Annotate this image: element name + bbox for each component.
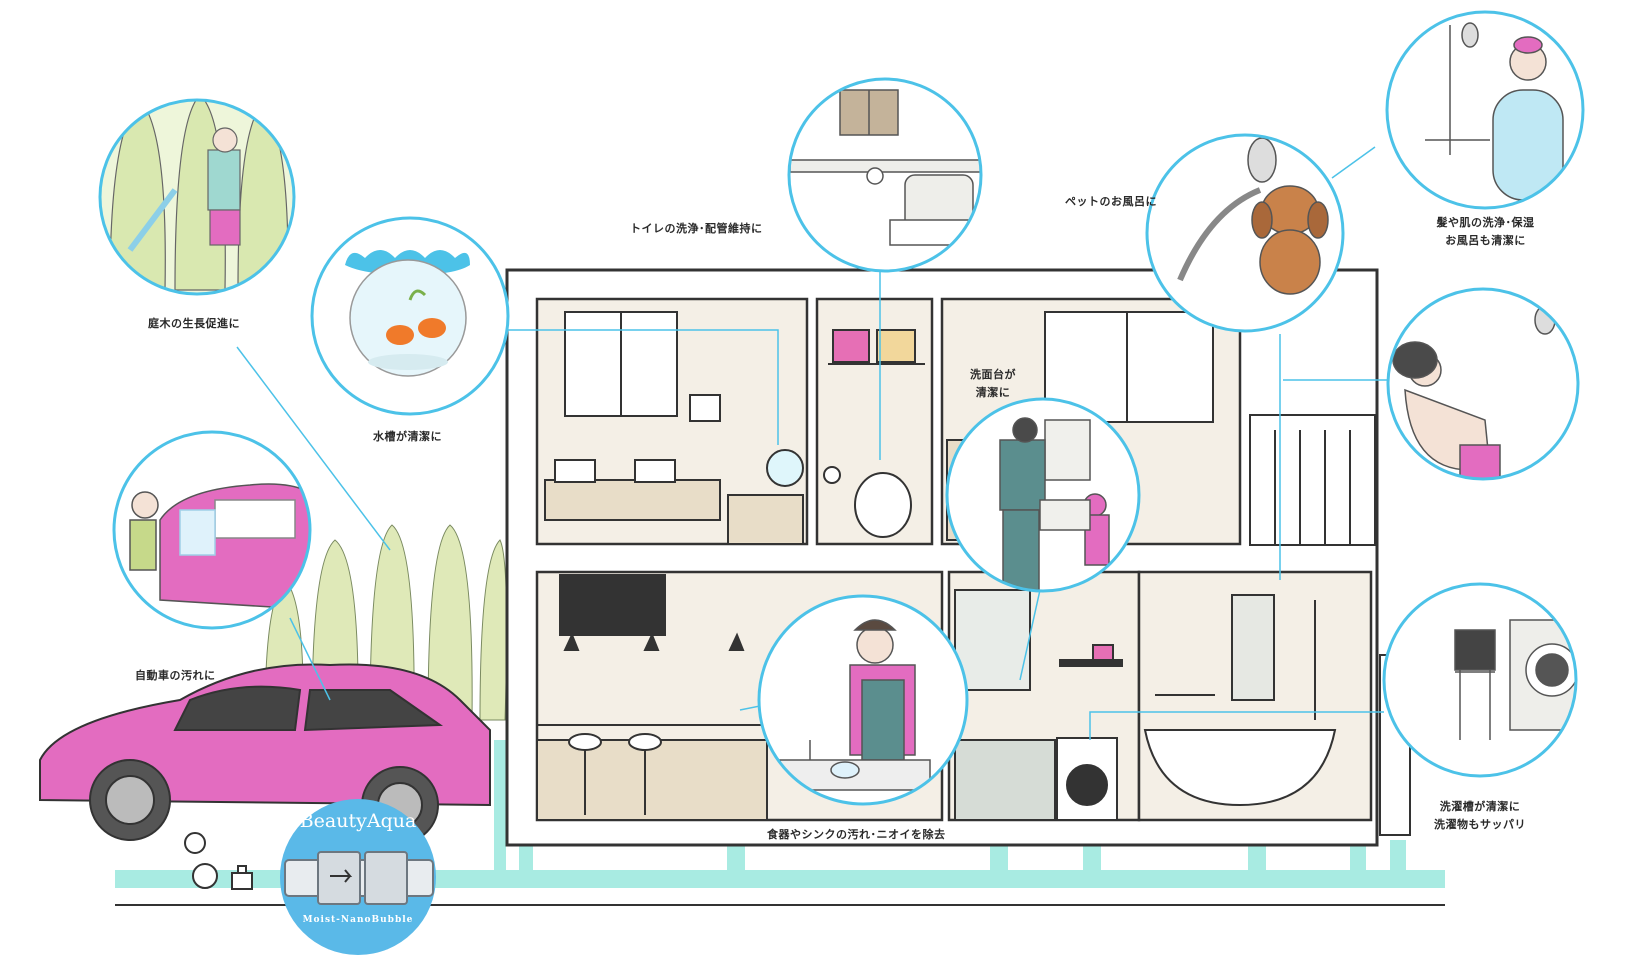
vignette-washbasin: [945, 397, 1141, 593]
vignette-aquarium: [310, 216, 510, 416]
label-bath-line2: お風呂も清潔に: [1445, 234, 1526, 247]
label-bath-line1: 髪や肌の洗浄･保湿: [1436, 216, 1535, 229]
product-name: BeautyAqua: [299, 810, 417, 832]
label-washbasin-line2: 清潔に: [975, 386, 1011, 399]
valve-icon: [231, 865, 253, 890]
vignette-garden: [98, 98, 296, 296]
water-meter-icon: [184, 832, 218, 889]
kitchen-details: [536, 574, 942, 821]
label-washbasin: 洗面台が 清潔に: [960, 366, 1026, 402]
vignette-car-wash: [112, 430, 312, 630]
label-laundry: 洗濯槽が清潔に 洗濯物もサッパリ: [1420, 798, 1540, 834]
label-garden: 庭木の生長促進に: [148, 317, 240, 330]
label-pet: ペットのお風呂に: [1065, 195, 1157, 208]
vignette-kitchen: [757, 594, 969, 806]
label-washbasin-line1: 洗面台が: [970, 368, 1016, 381]
vignette-laundry: [1382, 582, 1578, 778]
label-bath: 髪や肌の洗浄･保湿 お風呂も清潔に: [1418, 214, 1553, 250]
label-laundry-line1: 洗濯槽が清潔に: [1439, 800, 1521, 813]
bathroom-details: [1143, 594, 1337, 807]
vignette-toilet: [787, 77, 983, 273]
car: [39, 663, 491, 844]
vignette-shower: [1386, 287, 1580, 481]
label-laundry-line2: 洗濯物もサッパリ: [1434, 818, 1526, 831]
label-kitchen: 食器やシンクの汚れ･ニオイを除去: [767, 828, 946, 841]
vignette-pet: [1145, 133, 1345, 333]
vignette-bath: [1385, 10, 1585, 210]
laundry-room-details: [954, 589, 1123, 821]
product-badge: [280, 799, 436, 955]
balcony: [1249, 414, 1376, 546]
label-aquarium: 水槽が清潔に: [373, 430, 442, 443]
label-car: 自動車の汚れに: [135, 669, 216, 682]
label-toilet: トイレの洗浄･配管維持に: [630, 222, 763, 235]
toilet-room-details: [823, 329, 925, 538]
product-subtitle: Moist-NanoBubble: [302, 915, 414, 925]
